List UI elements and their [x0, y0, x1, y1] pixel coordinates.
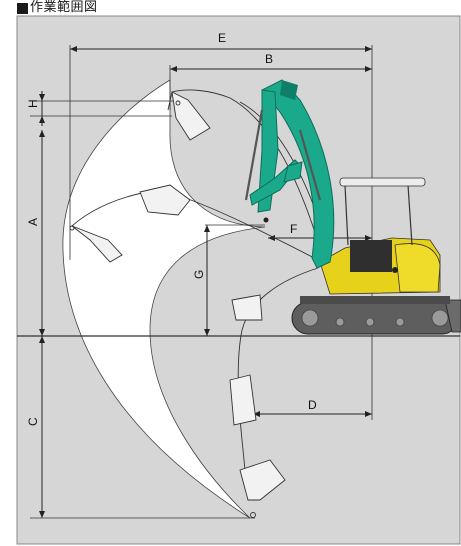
arm-outline-max-reach [69, 184, 323, 263]
title-square-icon [17, 2, 28, 14]
dimension-c: C [26, 336, 255, 519]
label-h: H [26, 99, 40, 108]
title-text: 作業範囲図 [30, 0, 98, 15]
label-g: G [192, 270, 206, 279]
label-b: B [265, 52, 273, 66]
label-c: C [26, 417, 40, 426]
dimension-e: E [70, 31, 372, 52]
excavator [244, 79, 461, 335]
dimension-d: D [253, 398, 372, 417]
label-a: A [26, 218, 40, 226]
label-d: D [308, 398, 317, 412]
dimension-a: A [26, 130, 45, 336]
arm-outline-max-height [167, 89, 331, 256]
arm-outline-max-depth [229, 267, 319, 518]
dimension-h: H [26, 91, 178, 126]
dimension-g: G [192, 225, 210, 336]
diagram-title: 作業範囲図 [17, 0, 98, 16]
dimension-b: B [170, 52, 372, 72]
label-f: F [290, 222, 297, 236]
label-e: E [218, 31, 226, 45]
